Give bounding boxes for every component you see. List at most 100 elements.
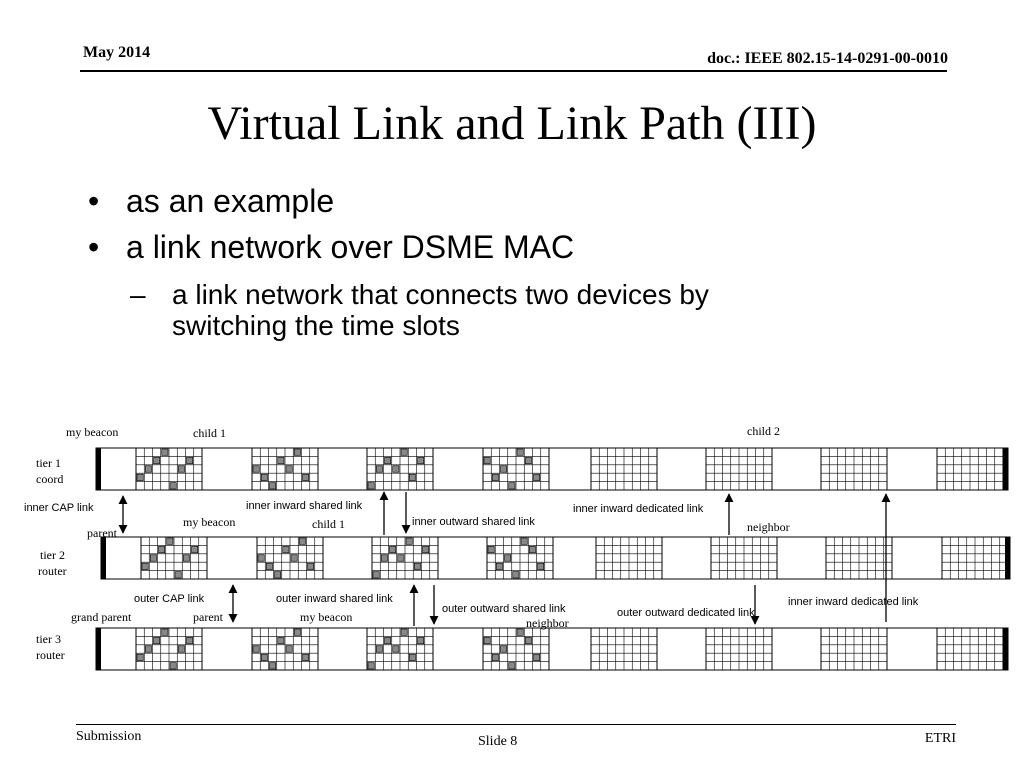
label-t2-my-beacon: my beacon <box>183 515 236 529</box>
footer-submission: Submission <box>76 729 142 744</box>
label-inner-inward-dedicated-link-bottom: inner inward dedicated link <box>788 596 919 608</box>
tier3-allocated-slot <box>153 637 161 645</box>
tier3-allocated-slot <box>392 645 400 653</box>
tier1-allocated-slot <box>375 465 383 473</box>
tier3-allocated-slot <box>400 628 408 636</box>
tier2-label-line1: tier 2 <box>40 548 65 562</box>
tier2-allocated-slot <box>166 537 174 545</box>
tier3-label-line2: router <box>36 648 65 662</box>
tier3-allocated-slot <box>516 628 524 636</box>
sub-bullet-text-line2: switching the time slots <box>172 310 460 341</box>
tier1-allocated-slot <box>524 457 532 465</box>
tier1-allocated-slot <box>293 448 301 456</box>
tier1-allocated-slot <box>177 465 185 473</box>
tier3-allocated-slot <box>508 662 516 670</box>
footer-organization: ETRI <box>924 731 956 746</box>
tier3-allocated-slot <box>367 662 375 670</box>
tier3-allocated-slot <box>169 662 177 670</box>
bullet-item: •a link network over DSME MAC <box>88 229 575 265</box>
label-inner-inward-shared-link: inner inward shared link <box>246 500 363 512</box>
tier2-allocated-slot <box>257 554 265 562</box>
tier2-allocated-slot <box>405 537 413 545</box>
tier3-allocated-slot <box>417 637 425 645</box>
tier1-beacon-slot <box>96 448 101 490</box>
tier2-allocated-slot <box>413 562 421 570</box>
tier1-allocated-slot <box>302 473 310 481</box>
tier3-allocated-slot <box>483 637 491 645</box>
footer-slide-number: Slide 8 <box>478 734 518 749</box>
label-t2-child1: child 1 <box>312 517 345 531</box>
label-parent-t2: parent <box>87 526 117 540</box>
label-t1-child1: child 1 <box>193 426 226 440</box>
tier2-allocated-slot <box>290 554 298 562</box>
tier1-allocated-slot <box>186 457 194 465</box>
tier3-allocated-slot <box>161 628 169 636</box>
label-outer-inward-shared-link: outer inward shared link <box>276 593 393 605</box>
tier2-allocated-slot <box>397 554 405 562</box>
tier2-allocated-slot <box>487 546 495 554</box>
tier2-allocated-slot <box>141 562 149 570</box>
tier1-end-marker <box>1003 448 1008 490</box>
tier3-superframe <box>95 627 1009 671</box>
tier1-allocated-slot <box>161 448 169 456</box>
header-date: May 2014 <box>83 44 151 61</box>
tier3-allocated-slot <box>524 637 532 645</box>
label-neighbor-t3: neighbor <box>526 616 569 630</box>
tier1-allocated-slot <box>136 473 144 481</box>
tier2-allocated-slot <box>149 554 157 562</box>
tier1-allocated-slot <box>483 457 491 465</box>
tier3-allocated-slot <box>252 645 260 653</box>
tier2-allocated-slot <box>422 546 430 554</box>
tier3-allocated-slot <box>269 662 277 670</box>
tier1-allocated-slot <box>367 482 375 490</box>
tier3-allocated-slot <box>285 645 293 653</box>
tier2-allocated-slot <box>174 571 182 579</box>
tier1-label-line1: tier 1 <box>36 456 61 470</box>
label-grand-parent: grand parent <box>71 610 132 624</box>
tier2-allocated-slot <box>298 537 306 545</box>
label-neighbor-t2: neighbor <box>747 520 790 534</box>
tier2-allocated-slot <box>158 546 166 554</box>
tier1-allocated-slot <box>400 448 408 456</box>
tier3-beacon-slot <box>96 628 101 670</box>
tier3-allocated-slot <box>136 653 144 661</box>
tier1-allocated-slot <box>269 482 277 490</box>
label-outer-outward-shared-link: outer outward shared link <box>442 603 566 615</box>
tier1-allocated-slot <box>277 457 285 465</box>
label-inner-inward-dedicated-link: inner inward dedicated link <box>573 503 704 515</box>
tier2-allocated-slot <box>537 562 545 570</box>
tier2-allocated-slot <box>528 546 536 554</box>
tier2-allocated-slot <box>182 554 190 562</box>
tier3-allocated-slot <box>144 645 152 653</box>
label-outer-outward-dedicated-link: outer outward dedicated link <box>617 607 755 619</box>
tier3-allocated-slot <box>500 645 508 653</box>
label-t1-my-beacon: my beacon <box>66 425 119 439</box>
tier2-allocated-slot <box>307 562 315 570</box>
tier3-allocated-slot <box>375 645 383 653</box>
sub-bullet-item: –a link network that connects two device… <box>130 279 709 310</box>
header-doc-id: doc.: IEEE 802.15-14-0291-00-0010 <box>707 50 948 67</box>
tier1-label-line2: coord <box>36 472 64 486</box>
tier3-allocated-slot <box>177 645 185 653</box>
tier2-allocated-slot <box>265 562 273 570</box>
tier1-allocated-slot <box>285 465 293 473</box>
label-inner-cap-link: inner CAP link <box>24 502 94 514</box>
label-outer-cap-link: outer CAP link <box>134 593 205 605</box>
tier3-allocated-slot <box>302 653 310 661</box>
label-parent-t3: parent <box>193 610 223 624</box>
tier3-allocated-slot <box>491 653 499 661</box>
tier2-allocated-slot <box>274 571 282 579</box>
tier1-superframe <box>95 447 1009 491</box>
header-divider <box>80 70 947 72</box>
tier1-allocated-slot <box>491 473 499 481</box>
slide-title: Virtual Link and Link Path (III) <box>207 97 817 150</box>
tier2-allocated-slot <box>282 546 290 554</box>
tier3-allocated-slot <box>186 637 194 645</box>
tier2-allocated-slot <box>504 554 512 562</box>
label-t1-child2: child 2 <box>747 424 780 438</box>
tier3-allocated-slot <box>408 653 416 661</box>
tier3-allocated-slot <box>277 637 285 645</box>
label-inner-outward-shared-link: inner outward shared link <box>412 516 535 528</box>
tier3-label-line1: tier 3 <box>36 632 61 646</box>
